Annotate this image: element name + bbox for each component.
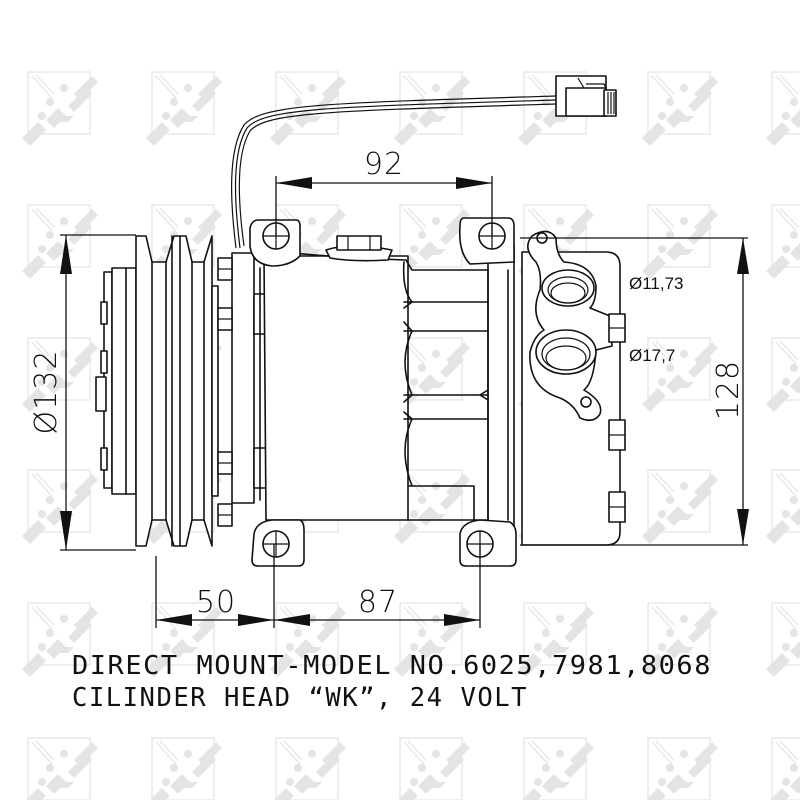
dimension-label: 92: [364, 147, 404, 182]
discharge-port-label: Ø17,7: [629, 346, 675, 365]
dimension-label: 128: [711, 360, 746, 420]
discharge-port-icon: [535, 329, 597, 375]
mount-ear-bottom-right: [459, 519, 517, 567]
dimension-label: Ø132: [29, 350, 64, 435]
suction-port-icon: [541, 269, 595, 307]
mount-ear-bottom-left: [251, 519, 305, 567]
dimension-132: Ø132: [29, 234, 136, 551]
caption-line-1: DIRECT MOUNT-MODEL NO.6025,7981,8068: [72, 651, 712, 681]
dimension-50-87: 50 87: [155, 544, 481, 628]
bolt-icon: [217, 257, 233, 527]
compressor-body: [249, 217, 517, 567]
suction-port-label: Ø11,73: [629, 274, 684, 293]
caption: DIRECT MOUNT-MODEL NO.6025,7981,8068 CIL…: [72, 651, 712, 713]
electrical-connector-icon: [555, 75, 617, 117]
dimension-92: 92: [275, 147, 493, 236]
bolt-icon: [608, 313, 626, 523]
caption-line-2: CILINDER HEAD “WK”, 24 VOLT: [72, 683, 528, 713]
cylinder-head: [521, 230, 626, 546]
clutch-pulley: [95, 235, 219, 547]
hex-nut-icon: [325, 235, 393, 262]
dimension-label: 87: [358, 585, 398, 620]
mount-ear-top-left: [249, 219, 301, 267]
mount-ear-top-right: [458, 217, 515, 265]
front-housing: [217, 252, 273, 527]
wire-harness: [230, 75, 617, 249]
dimension-label: 50: [196, 585, 236, 620]
dimension-128: 128: [520, 237, 749, 546]
